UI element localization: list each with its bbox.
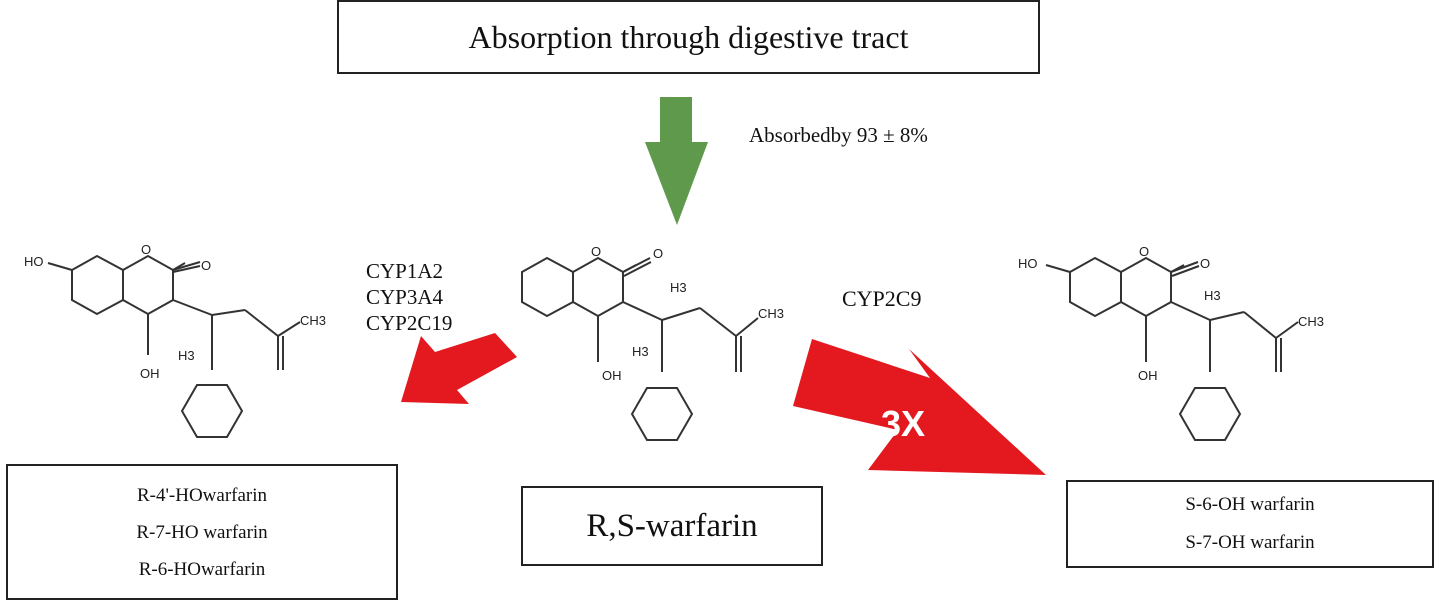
warfarin-text: R,S-warfarin (586, 507, 758, 544)
cyp-left-item: CYP1A2 (366, 259, 444, 283)
absorbed-label: Absorbedby 93 ± 8% (749, 123, 928, 147)
atom-label: O (201, 258, 211, 273)
atom-label: CH3 (300, 313, 326, 328)
multiplier-label: 3X (881, 403, 925, 444)
r-metabolites-box: R-4'-HOwarfarin R-7-HO warfarin R-6-HOwa… (6, 464, 398, 600)
warfarin-box: R,S-warfarin (521, 486, 823, 566)
cyp-left-list: CYP1A2 CYP3A4 CYP2C19 (366, 258, 452, 336)
atom-label: O (1139, 244, 1149, 259)
atom-label: H3 (632, 344, 649, 359)
atom-label: O (653, 246, 663, 261)
absorption-box: Absorption through digestive tract (337, 0, 1040, 74)
s-metabolites-box: S-6-OH warfarin S-7-OH warfarin (1066, 480, 1434, 568)
s-metabolite: S-6-OH warfarin (1185, 494, 1315, 515)
molecule-left-atoms: HO O O OH H3 CH3 (24, 242, 326, 381)
red-arrow-right (793, 339, 1046, 475)
atom-label: HO (1018, 256, 1038, 271)
cyp-left-item: CYP2C19 (366, 311, 453, 335)
absorption-text: Absorption through digestive tract (468, 18, 909, 55)
atom-label: CH3 (758, 306, 784, 321)
cyp-right-label: CYP2C9 (842, 286, 922, 311)
green-arrow (645, 97, 708, 225)
atom-label: H3 (1204, 288, 1221, 303)
r-metabolite: R-7-HO warfarin (136, 521, 268, 543)
atom-label: H3 (670, 280, 687, 295)
atom-label: O (591, 244, 601, 259)
molecule-left (47, 254, 301, 438)
red-arrow-left (401, 333, 517, 404)
atom-label: O (141, 242, 151, 257)
atom-label: OH (1138, 368, 1158, 383)
r-metabolite: R-6-HOwarfarin (138, 558, 266, 580)
atom-label: CH3 (1298, 314, 1324, 329)
s-metabolite: S-7-OH warfarin (1185, 532, 1315, 553)
atom-label: H3 (178, 348, 195, 363)
atom-label: HO (24, 254, 44, 269)
cyp-left-item: CYP3A4 (366, 285, 444, 309)
atom-label: OH (602, 368, 622, 383)
molecule-right-atoms: HO O O OH H3 CH3 (1018, 244, 1324, 383)
molecule-right (1045, 256, 1299, 441)
molecule-center-atoms: O O OH H3 H3 CH3 (591, 244, 784, 383)
atom-label: OH (140, 366, 160, 381)
atom-label: O (1200, 256, 1210, 271)
r-metabolite: R-4'-HOwarfarin (136, 484, 268, 506)
molecule-center (521, 256, 759, 441)
